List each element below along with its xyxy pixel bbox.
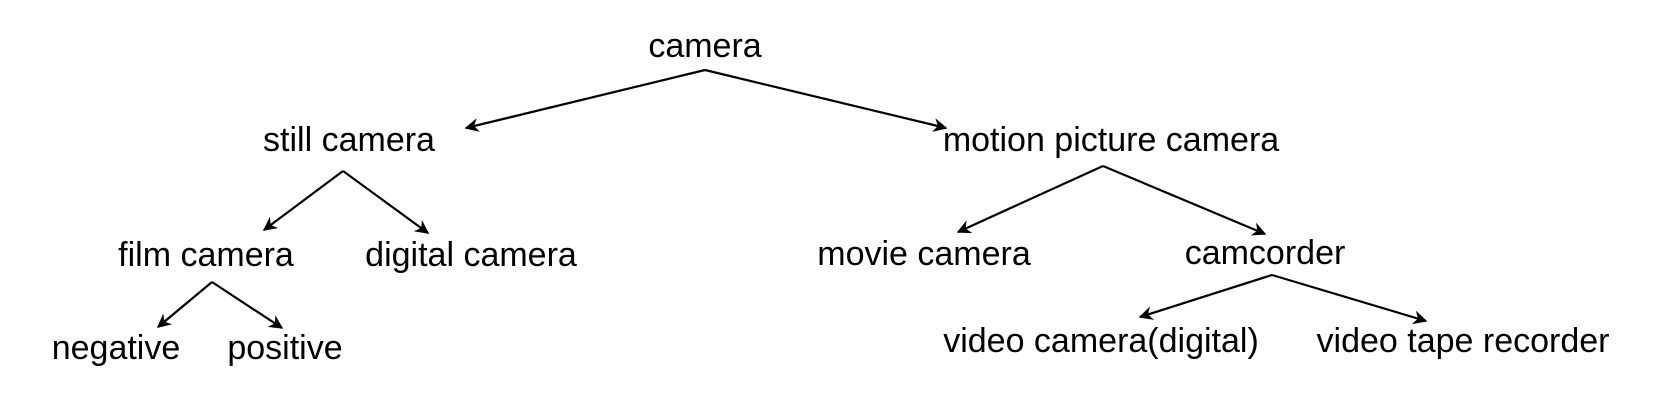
edge-film-camera-to-negative [156,281,213,328]
node-motion-picture-camera: motion picture camera [942,121,1280,159]
node-digital-camera: digital camera [365,236,577,274]
edge-camcorder-to-video-tape-recorder [1271,273,1428,325]
node-still-camera: still camera [263,121,435,159]
edge-motion-picture-camera-to-movie-camera [956,164,1104,234]
edge-film-camera-to-positive [211,281,284,329]
node-video-camera-digital: video camera(digital) [943,322,1259,360]
edge-motion-picture-camera-to-camcorder [1102,164,1267,236]
node-positive: positive [227,329,343,367]
node-movie-camera: movie camera [817,235,1031,273]
node-camcorder: camcorder [1184,234,1346,272]
edge-still-camera-to-digital-camera [342,170,430,234]
edge-camera-to-motion-picture-camera [704,68,948,132]
edge-still-camera-to-film-camera [262,170,344,231]
node-video-tape-recorder: video tape recorder [1316,322,1610,360]
node-negative: negative [51,329,181,367]
node-film-camera: film camera [118,236,294,274]
edge-camcorder-to-video-camera-digital [1138,273,1273,320]
edge-camera-to-still-camera [464,68,706,132]
node-camera: camera [648,27,762,65]
